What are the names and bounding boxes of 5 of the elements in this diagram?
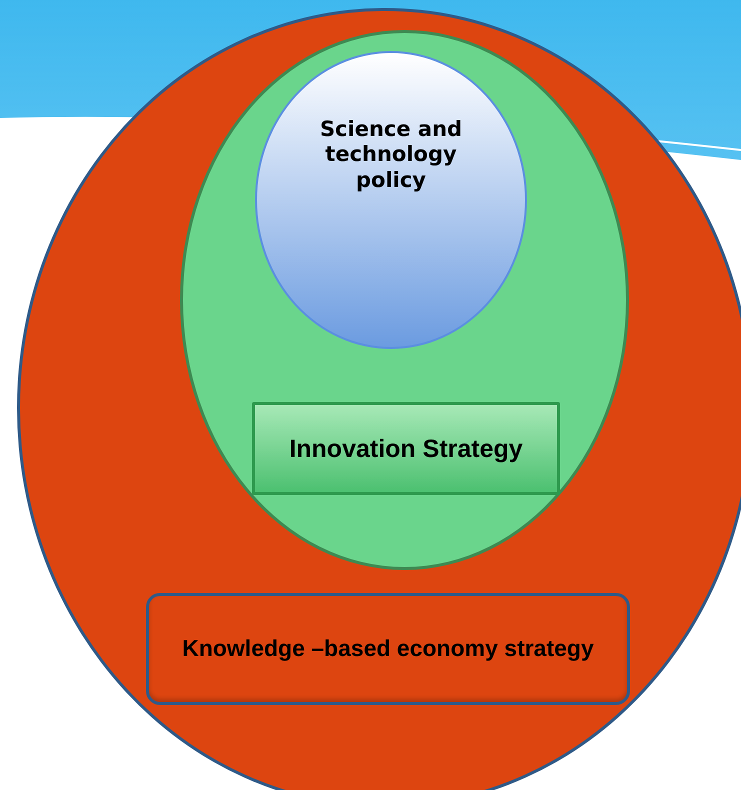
node-label: Innovation Strategy: [289, 434, 523, 464]
node-label: Science and technology policy: [318, 117, 464, 193]
strategy-box: [252, 402, 560, 495]
node-label: Knowledge –based economy strategy: [182, 635, 594, 663]
strategy-box: [146, 593, 630, 705]
